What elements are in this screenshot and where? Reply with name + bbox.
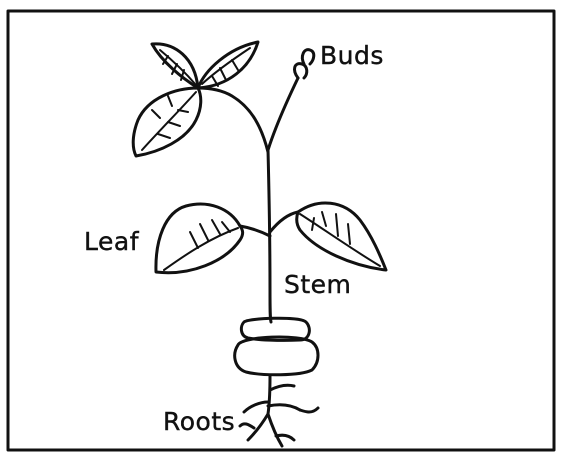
label-stem: Stem: [284, 270, 351, 299]
label-leaf: Leaf: [84, 227, 140, 256]
right-leaf-petiole: [270, 212, 298, 232]
right-leaf: [297, 203, 386, 270]
bud-stalk: [268, 78, 298, 150]
upper-leaf-bottom: [133, 88, 201, 156]
upper-left-branch: [198, 88, 268, 152]
upper-leaf-top-left: [152, 44, 198, 88]
left-leaf-petiole: [240, 226, 270, 236]
label-roots: Roots: [163, 407, 235, 436]
seed: [235, 318, 318, 375]
bud: [295, 50, 314, 78]
roots: [240, 376, 318, 446]
label-buds: Buds: [320, 41, 384, 70]
left-leaf: [156, 204, 243, 273]
upper-leaf-top-right: [198, 42, 258, 88]
